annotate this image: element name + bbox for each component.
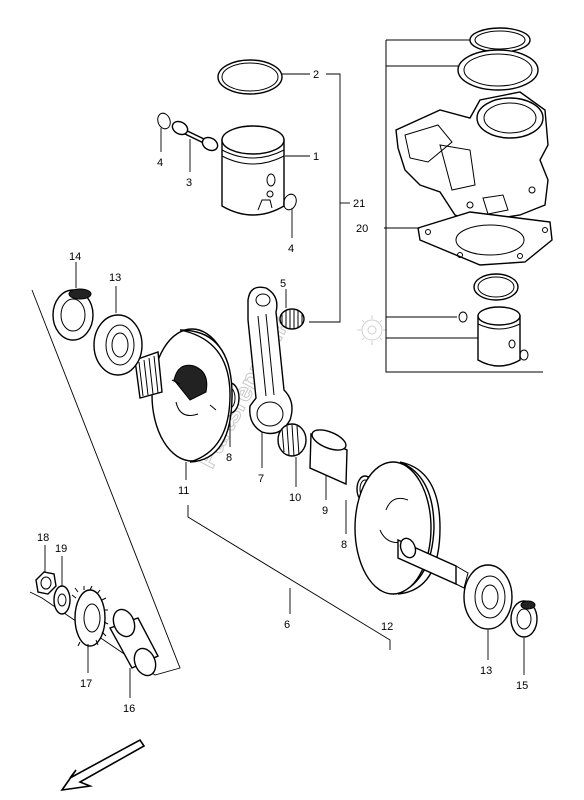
circlip-lower bbox=[283, 193, 297, 211]
callout-20: 20 bbox=[356, 223, 368, 235]
callout-19: 19 bbox=[55, 543, 67, 555]
cylinder-gasket-ring bbox=[457, 49, 539, 91]
callout-2: 2 bbox=[313, 69, 319, 81]
callout-6: 6 bbox=[284, 619, 290, 631]
callout-18: 18 bbox=[37, 532, 49, 544]
piston bbox=[221, 125, 285, 216]
piston-pin bbox=[171, 120, 219, 152]
bracket-crankshaft-set bbox=[29, 289, 391, 676]
spacer bbox=[108, 608, 159, 677]
base-gasket bbox=[417, 211, 553, 266]
oil-seal-left bbox=[52, 288, 94, 341]
kit-piston-ring bbox=[473, 273, 519, 301]
callout-16: 16 bbox=[123, 703, 135, 715]
callout-15: 15 bbox=[516, 680, 528, 692]
callout-1: 1 bbox=[313, 151, 319, 163]
callout-8a: 8 bbox=[226, 452, 232, 464]
main-bearing-right bbox=[463, 564, 513, 630]
callout-3: 3 bbox=[186, 177, 192, 189]
crankshaft-right bbox=[354, 461, 469, 595]
leader-lines bbox=[44, 73, 525, 698]
primary-drive-gear bbox=[71, 585, 109, 648]
big-end-bearing bbox=[277, 423, 307, 457]
sun-logo-icon bbox=[357, 315, 387, 345]
callout-5: 5 bbox=[280, 278, 286, 290]
direction-arrow-icon bbox=[60, 738, 146, 792]
callout-17: 17 bbox=[80, 678, 92, 690]
callout-labels: 1 2 3 4 4 5 6 7 8 8 9 10 11 12 13 13 14 … bbox=[37, 69, 528, 715]
head-gasket-ring bbox=[469, 27, 531, 53]
callout-8b: 8 bbox=[341, 539, 347, 551]
nut bbox=[35, 571, 57, 595]
callout-11: 11 bbox=[178, 485, 189, 497]
cylinder bbox=[395, 91, 549, 223]
oil-seal-right bbox=[510, 600, 538, 638]
callout-10: 10 bbox=[289, 492, 301, 504]
callout-4a: 4 bbox=[157, 157, 163, 169]
main-bearing-left bbox=[93, 314, 143, 376]
callout-9: 9 bbox=[322, 505, 328, 517]
small-end-bearing bbox=[279, 308, 305, 330]
callout-14: 14 bbox=[69, 251, 81, 263]
piston-ring bbox=[217, 59, 283, 95]
callout-7: 7 bbox=[258, 473, 264, 485]
callout-13b: 13 bbox=[480, 665, 492, 677]
top-end-kit-bracket bbox=[385, 39, 543, 373]
washer bbox=[53, 585, 71, 615]
callout-21: 21 bbox=[353, 198, 365, 210]
kit-piston bbox=[477, 306, 521, 367]
callout-12: 12 bbox=[381, 621, 393, 633]
crank-pin bbox=[309, 429, 348, 486]
connecting-rod bbox=[247, 286, 293, 435]
circlip-upper bbox=[157, 112, 171, 130]
crankshaft-left bbox=[134, 328, 233, 463]
callout-4b: 4 bbox=[288, 243, 294, 255]
callout-13a: 13 bbox=[109, 272, 121, 284]
